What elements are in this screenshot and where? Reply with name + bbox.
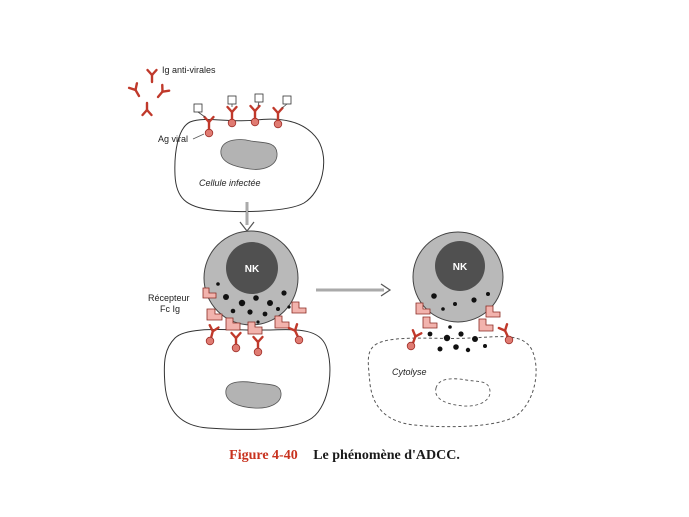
cytolysis-label: Cytolyse	[392, 367, 427, 377]
granules-right	[431, 292, 490, 311]
nk-label-left: NK	[245, 264, 260, 275]
target-cell-left	[163, 329, 331, 430]
infected-cell-label: Cellule infectée	[199, 178, 261, 188]
nk-nucleus-left	[226, 242, 278, 294]
ig-antiviral-label: Ig anti-virales	[162, 65, 216, 75]
receptor-label-line1: Récepteur	[148, 293, 190, 303]
antibody-icon	[141, 101, 153, 117]
lysed-cell-nucleus	[435, 378, 491, 407]
figure-number: Figure 4-40	[229, 448, 298, 463]
figure-caption: Figure 4-40 Le phénomène d'ADCC.	[0, 448, 689, 464]
lysed-cell	[367, 336, 537, 428]
ag-viral-label: Ag viral	[158, 134, 188, 144]
bound-antibodies	[193, 93, 292, 131]
figure-title: Le phénomène d'ADCC.	[313, 448, 460, 463]
fc-receptors-right	[415, 302, 501, 332]
antibody-icon	[127, 82, 145, 100]
antibody-icon	[146, 68, 158, 84]
antigens-right	[406, 335, 514, 351]
granules-left	[216, 282, 291, 324]
antigens-left	[205, 335, 304, 357]
receptor-label-line2: Fc Ig	[160, 304, 180, 314]
target-cell-nucleus-left	[225, 381, 282, 409]
infected-cell-nucleus	[220, 139, 278, 170]
antibody-icon	[153, 83, 171, 102]
nk-nucleus-right	[435, 241, 485, 291]
released-granules	[427, 325, 487, 353]
fc-receptors-left	[202, 287, 307, 335]
right-arrow-icon	[316, 283, 392, 297]
nk-label-right: NK	[453, 262, 468, 273]
